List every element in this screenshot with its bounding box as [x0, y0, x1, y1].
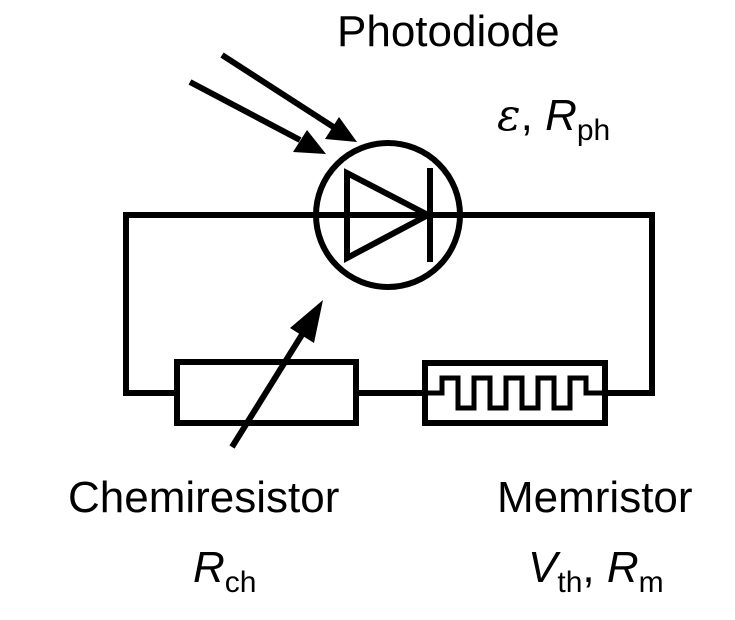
memristor-params: Vth, Rm: [528, 546, 664, 598]
photodiode-param-separator: ,: [520, 91, 546, 140]
photodiode-label: Photodiode: [337, 10, 560, 54]
memristor-label: Memristor: [497, 476, 693, 520]
memristor-resistance-symbol: R: [606, 543, 639, 592]
wire-top-left: [123, 212, 315, 396]
memristor-resistance-subscript: m: [638, 566, 664, 599]
photodiode-resistance-subscript: ph: [576, 114, 611, 147]
memristor-zigzag: [425, 375, 605, 411]
chemiresistor-label: Chemiresistor: [68, 476, 339, 520]
memristor-voltage-subscript: th: [557, 566, 583, 599]
photodiode-resistance-symbol: R: [545, 91, 577, 140]
memristor-name: Memristor: [497, 473, 693, 522]
light-ray-upper: [220, 52, 337, 131]
memristor-box: [422, 360, 608, 426]
photodiode-params: ε, Rph: [497, 94, 610, 146]
chemiresistor-resistance-symbol: R: [193, 543, 225, 592]
chemiresistor-name: Chemiresistor: [68, 473, 340, 522]
variable-resistor-arrowhead: [290, 300, 323, 343]
chemiresistor-box: [174, 359, 359, 426]
light-ray-upper-arrowhead: [325, 117, 357, 142]
diode-triangle: [344, 168, 435, 263]
memristor-voltage-symbol: V: [528, 543, 558, 592]
memristor-param-separator: ,: [582, 543, 607, 592]
light-ray-lower-arrowhead: [293, 130, 326, 154]
photodiode-epsilon-symbol: ε: [497, 90, 521, 141]
chemiresistor-params: Rch: [193, 546, 256, 598]
light-ray-lower: [188, 79, 302, 143]
photodiode-name: Photodiode: [337, 7, 560, 56]
chemiresistor-resistance-subscript: ch: [224, 566, 257, 599]
variable-resistor-arrow-shaft: [229, 323, 311, 449]
wire-top-right: [461, 212, 655, 396]
